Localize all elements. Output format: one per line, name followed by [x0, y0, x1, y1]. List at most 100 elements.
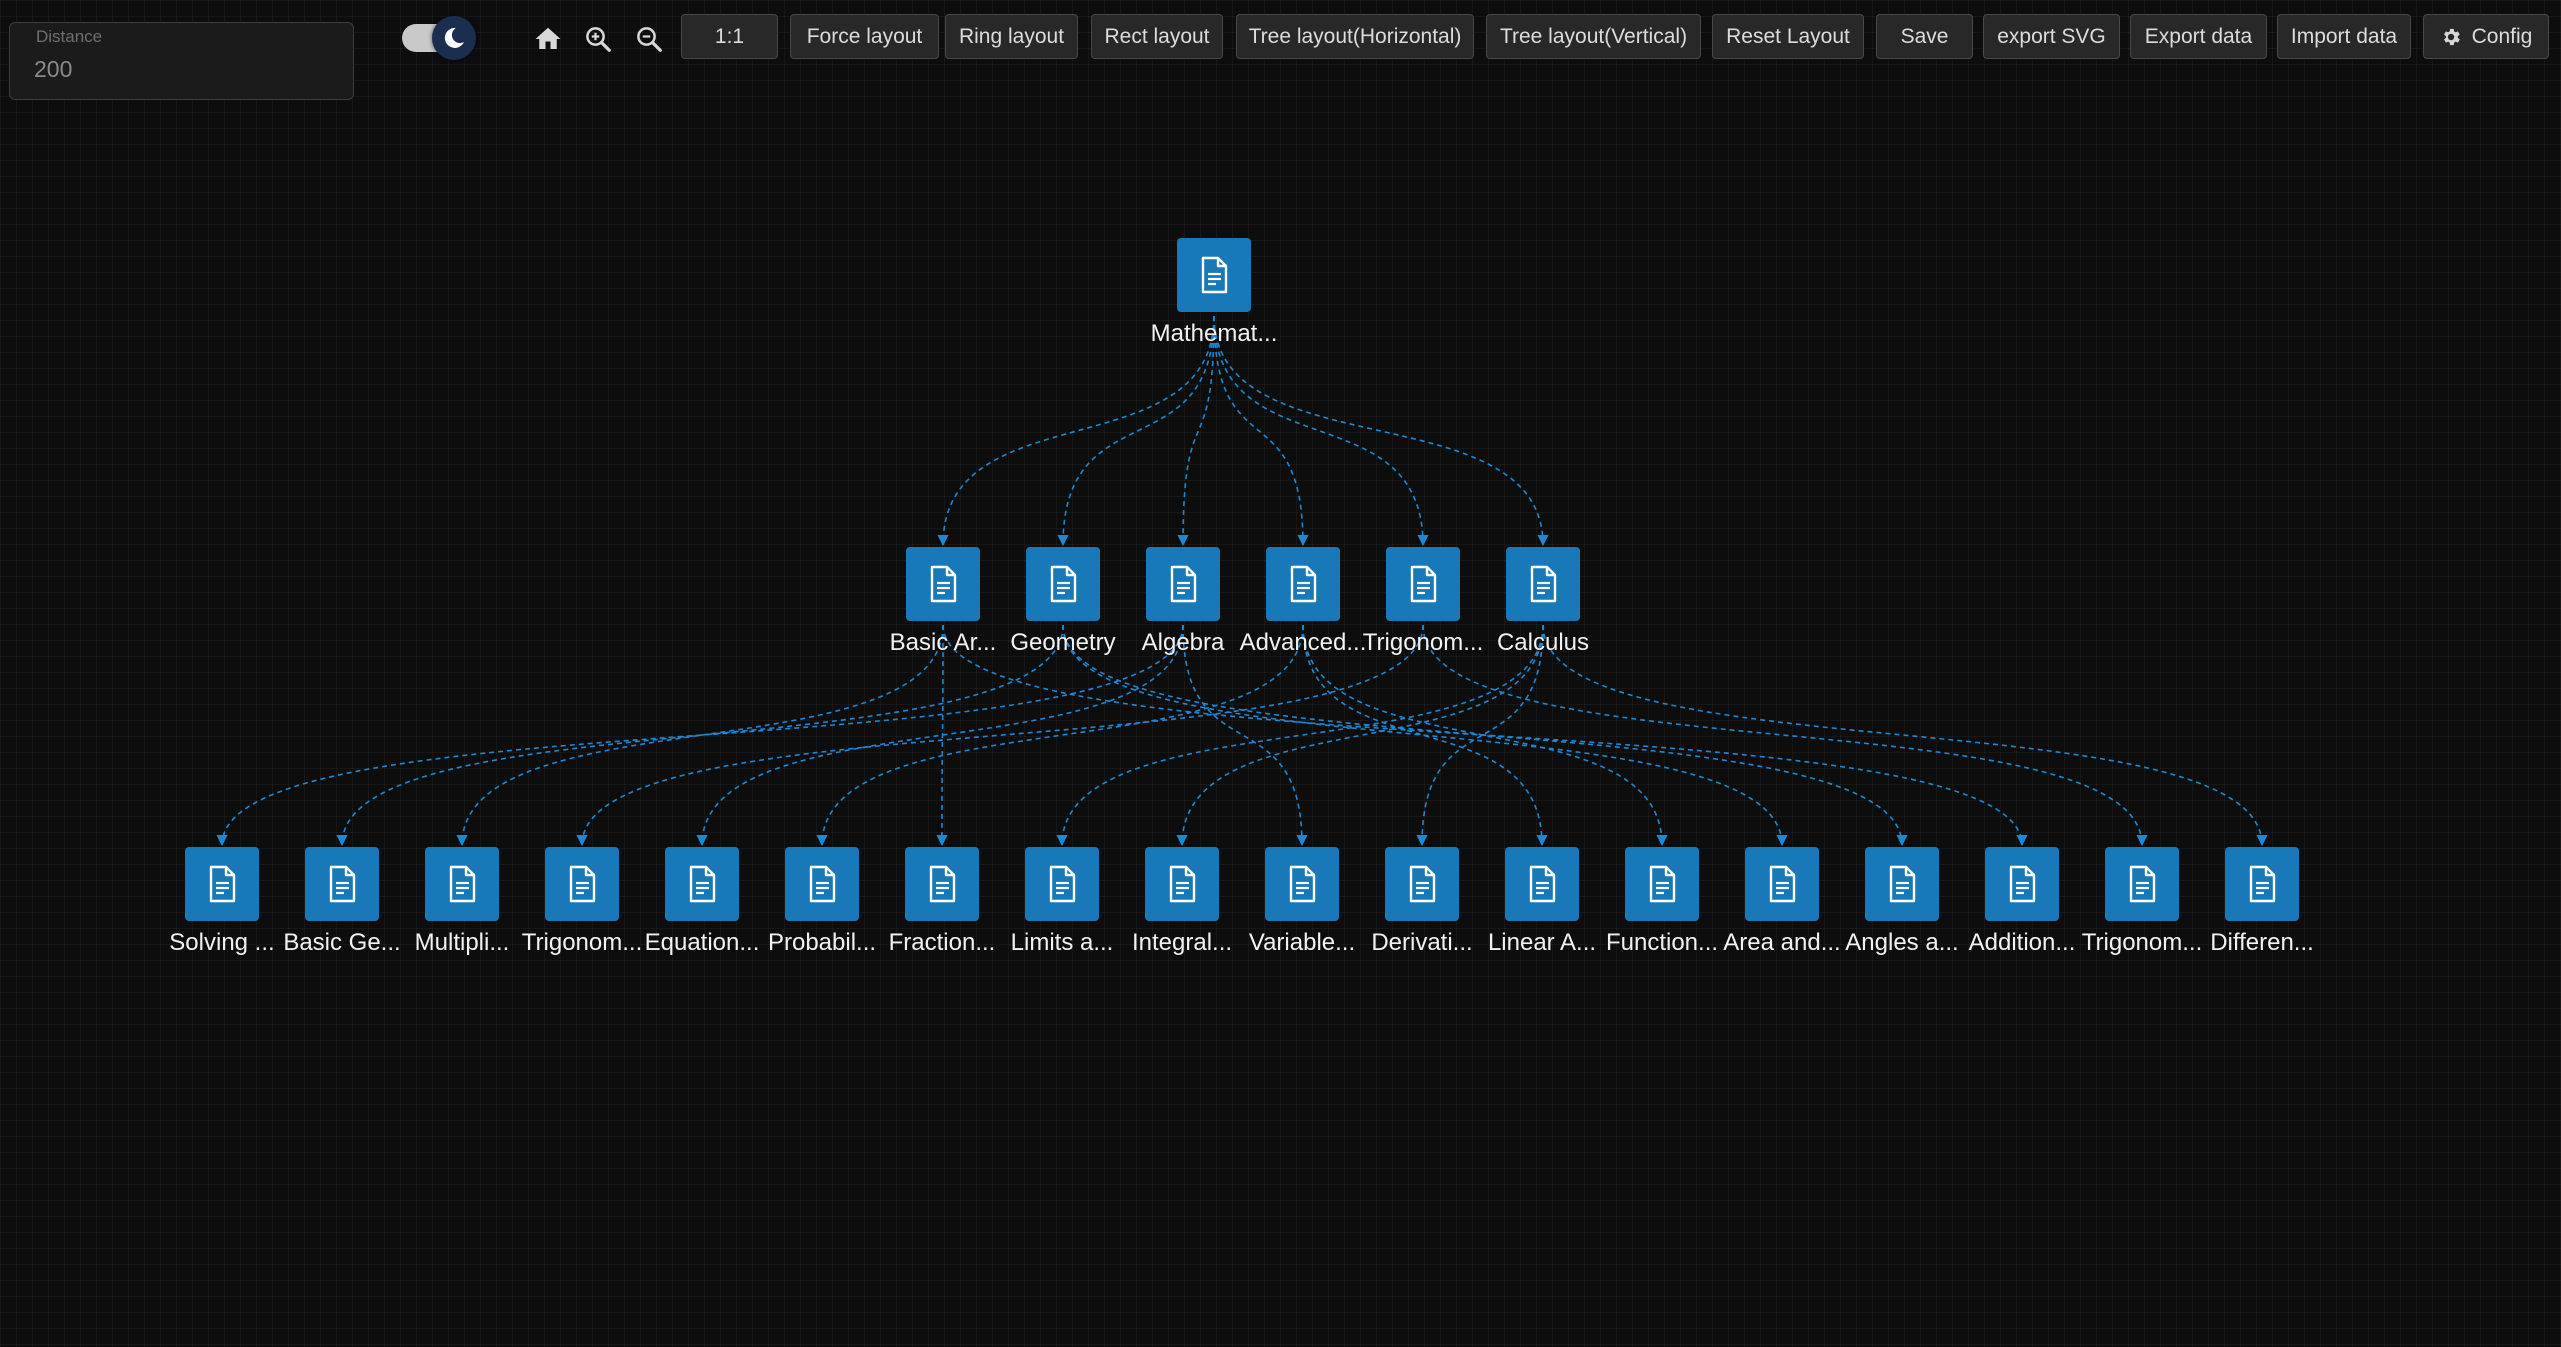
edge-n3-c9	[1182, 624, 1308, 847]
graph-node-c12[interactable]	[1625, 847, 1699, 921]
document-icon	[1166, 565, 1200, 603]
node-label-c15: Addition...	[1968, 929, 2076, 956]
graph-node-n0[interactable]	[1177, 238, 1251, 312]
node-label-c13: Area and...	[1723, 929, 1841, 956]
document-icon	[2005, 865, 2039, 903]
ring-layout-button[interactable]: Ring layout	[945, 14, 1078, 59]
edge-n0-n4	[1213, 315, 1309, 547]
graph-node-c17[interactable]	[2225, 847, 2299, 921]
one-to-one-button[interactable]: 1:1	[681, 14, 778, 59]
node-label-c1: Basic Ge...	[283, 929, 401, 956]
node-label-c12: Function...	[1605, 929, 1719, 956]
node-label-c11: Linear A...	[1487, 929, 1597, 956]
import-data-button[interactable]: Import data	[2277, 14, 2411, 59]
zoom-in-button[interactable]	[577, 18, 619, 60]
document-icon	[1765, 865, 1799, 903]
graph-node-n2[interactable]	[1026, 547, 1100, 621]
graph-node-c4[interactable]	[665, 847, 739, 921]
zoom-out-icon	[637, 27, 662, 52]
graph-node-c0[interactable]	[185, 847, 259, 921]
document-icon	[2125, 865, 2159, 903]
moon-icon	[444, 27, 464, 48]
graph-node-n4[interactable]	[1266, 547, 1340, 621]
document-icon	[1645, 865, 1679, 903]
node-label-c14: Angles a...	[1845, 929, 1959, 956]
graph-node-c7[interactable]	[1025, 847, 1099, 921]
document-icon	[1885, 865, 1919, 903]
document-icon	[1406, 565, 1440, 603]
graph-node-c9[interactable]	[1265, 847, 1339, 921]
distance-field[interactable]: Distance	[9, 22, 354, 100]
config-button[interactable]: Config	[2423, 14, 2549, 59]
home-button[interactable]	[527, 18, 569, 60]
theme-toggle-knob	[432, 16, 476, 60]
graph-node-c3[interactable]	[545, 847, 619, 921]
node-label-c9: Variable...	[1248, 929, 1356, 956]
node-label-n2: Geometry	[1010, 629, 1116, 656]
node-label-n5: Trigonom...	[1362, 629, 1484, 656]
zoom-in-icon	[586, 27, 611, 52]
graph-node-c11[interactable]	[1505, 847, 1579, 921]
edge-n4-c5	[816, 624, 1304, 847]
graph-node-c5[interactable]	[785, 847, 859, 921]
graph-node-n1[interactable]	[906, 547, 980, 621]
graph-node-c15[interactable]	[1985, 847, 2059, 921]
document-icon	[685, 865, 719, 903]
graph-node-n3[interactable]	[1146, 547, 1220, 621]
edge-n0-n3	[1177, 315, 1215, 547]
node-label-c6: Fraction...	[888, 929, 996, 956]
theme-toggle[interactable]	[402, 16, 480, 60]
edge-n0-n2	[1057, 315, 1215, 547]
node-label-c7: Limits a...	[1010, 929, 1114, 956]
edge-n6-c10	[1416, 624, 1544, 847]
node-label-c5: Probabil...	[767, 929, 877, 956]
graph-node-c10[interactable]	[1385, 847, 1459, 921]
tree-vertical-layout-button[interactable]: Tree layout(Vertical)	[1486, 14, 1701, 59]
edge-n6-c8	[1176, 624, 1544, 847]
graph-node-n5[interactable]	[1386, 547, 1460, 621]
graph-node-n6[interactable]	[1506, 547, 1580, 621]
document-icon	[205, 865, 239, 903]
node-label-c0: Solving ...	[169, 929, 275, 956]
gear-icon	[2440, 26, 2462, 48]
graph-node-c13[interactable]	[1745, 847, 1819, 921]
document-icon	[1046, 565, 1080, 603]
document-icon	[325, 865, 359, 903]
graph-node-c2[interactable]	[425, 847, 499, 921]
config-label: Config	[2471, 24, 2533, 48]
distance-label: Distance	[36, 27, 103, 46]
home-icon	[535, 27, 561, 49]
reset-layout-button[interactable]: Reset Layout	[1712, 14, 1864, 59]
tree-horizontal-layout-button[interactable]: Tree layout(Horizontal)	[1236, 14, 1474, 59]
document-icon	[1526, 565, 1560, 603]
graph-node-c6[interactable]	[905, 847, 979, 921]
edge-n1-c6	[936, 624, 948, 847]
save-button[interactable]: Save	[1876, 14, 1973, 59]
document-icon	[565, 865, 599, 903]
node-label-c16: Trigonom...	[2081, 929, 2203, 956]
export-svg-button[interactable]: export SVG	[1983, 14, 2120, 59]
export-data-button[interactable]: Export data	[2130, 14, 2267, 59]
edge-n2-c13	[1062, 624, 1788, 847]
edge-n4-c11	[1302, 624, 1548, 847]
graph-node-c14[interactable]	[1865, 847, 1939, 921]
edge-n0-n6	[1213, 315, 1549, 547]
graph-node-c16[interactable]	[2105, 847, 2179, 921]
edge-n0-n5	[1213, 315, 1429, 547]
distance-input[interactable]	[34, 51, 334, 87]
document-icon	[2245, 865, 2279, 903]
document-icon	[1165, 865, 1199, 903]
force-layout-button[interactable]: Force layout	[790, 14, 939, 59]
document-icon	[1045, 865, 1079, 903]
node-label-c2: Multipli...	[414, 929, 510, 956]
rect-layout-button[interactable]: Rect layout	[1091, 14, 1223, 59]
node-label-n1: Basic Ar...	[889, 629, 997, 656]
graph-node-c8[interactable]	[1145, 847, 1219, 921]
graph-node-c1[interactable]	[305, 847, 379, 921]
document-icon	[1197, 256, 1231, 294]
zoom-out-button[interactable]	[628, 18, 670, 60]
edge-n6-c7	[1056, 624, 1544, 847]
node-label-c10: Derivati...	[1371, 929, 1473, 956]
